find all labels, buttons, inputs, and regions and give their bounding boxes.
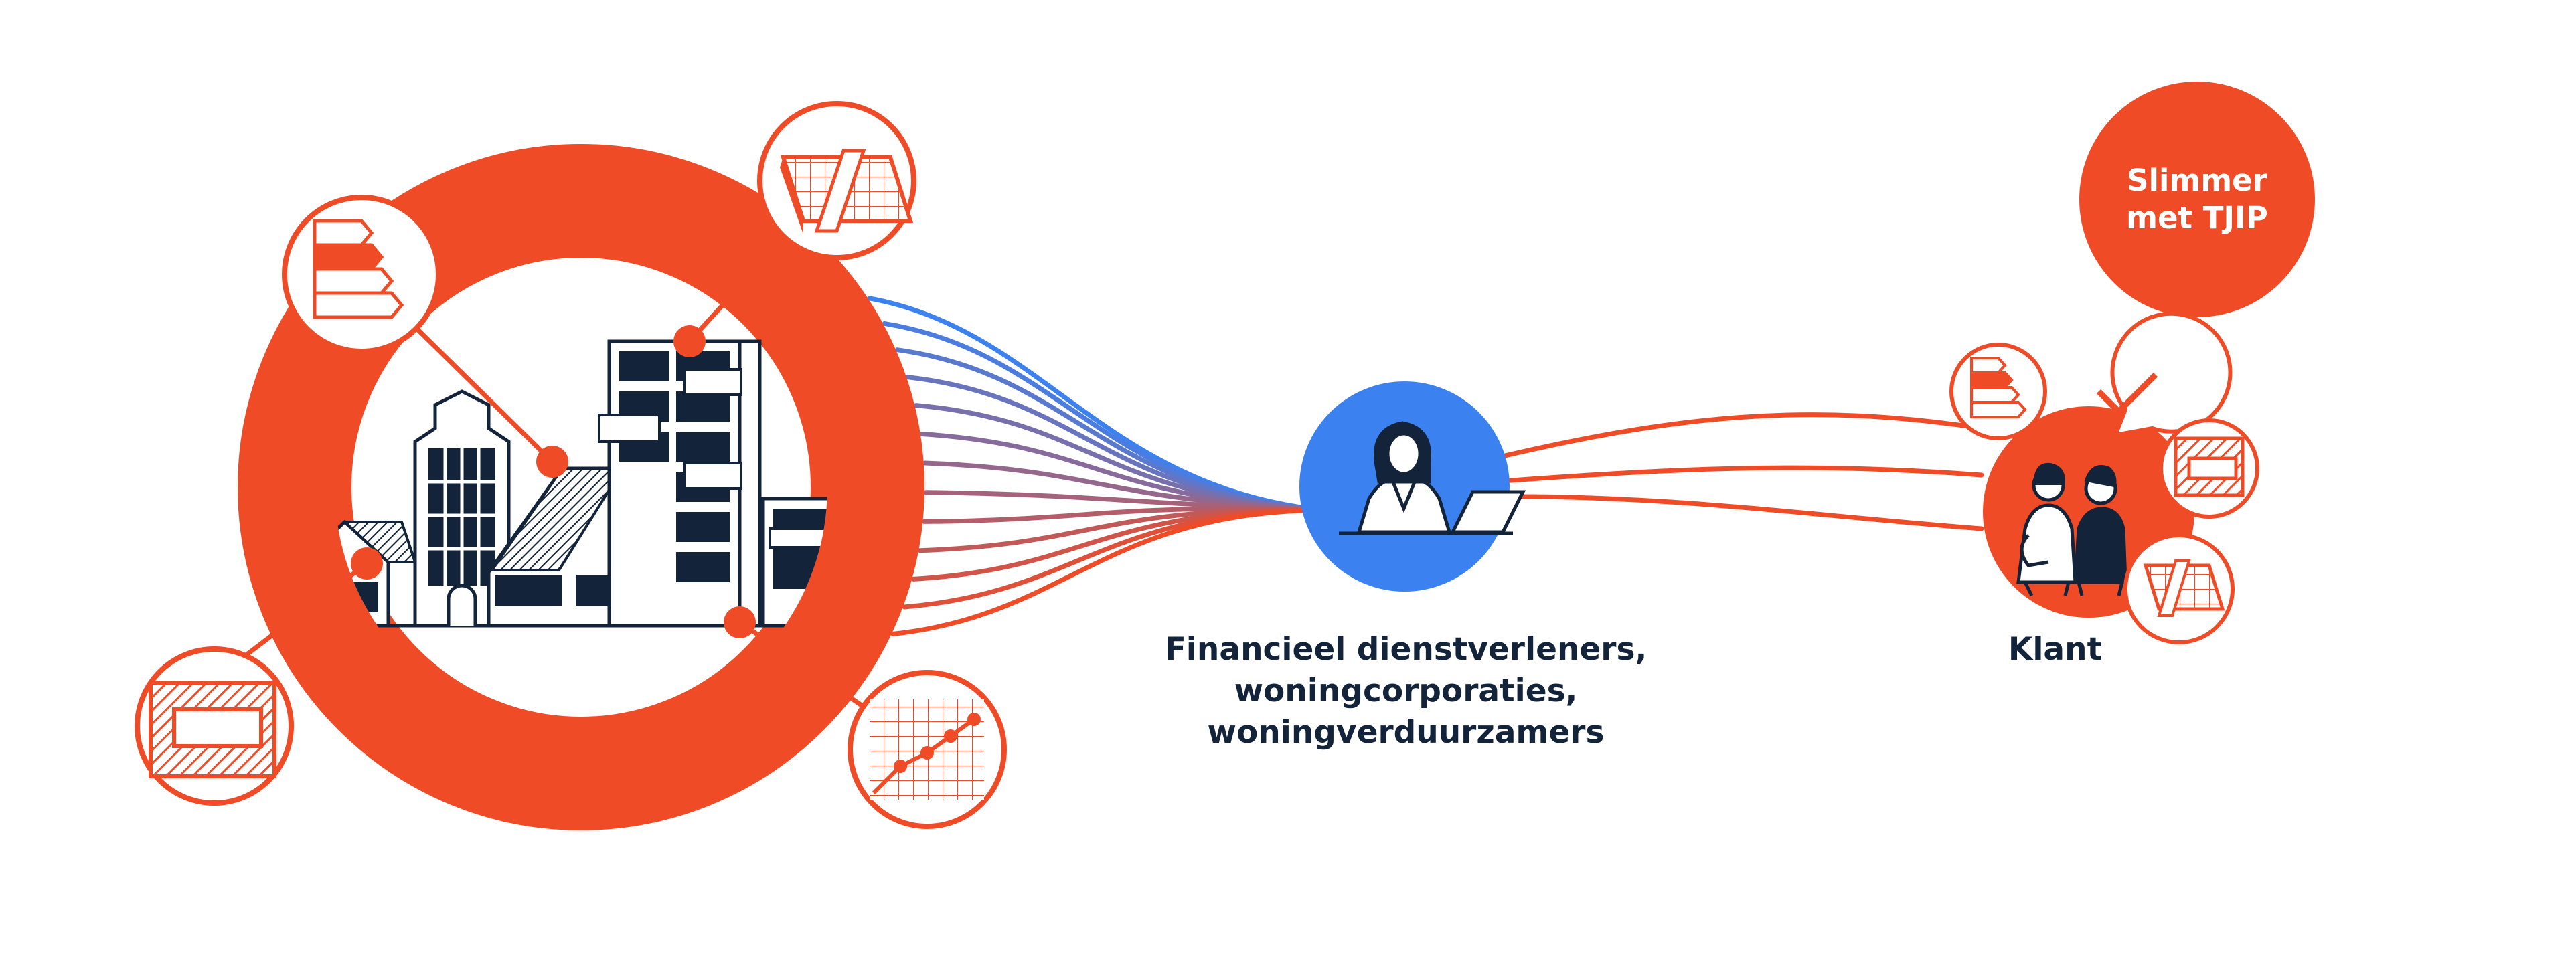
tjip-badge-line-2: met TJIP	[2126, 200, 2268, 236]
tjip-badge: Slimmer met TJIP	[2079, 82, 2315, 317]
couple-icon	[2016, 462, 2127, 597]
property-data-ring	[238, 144, 924, 830]
growth-chart-icon	[848, 670, 1007, 829]
insulation-icon	[135, 646, 294, 806]
intermediaries-label-line-3: woningverduurzamers	[1207, 714, 1605, 751]
data-flow-lines	[867, 296, 1325, 636]
flow-line	[890, 507, 1325, 636]
insulation-icon	[2159, 418, 2259, 519]
advisor-hub	[1299, 381, 1526, 592]
intermediaries-label: Financieel dienstverleners, woningcorpor…	[1098, 629, 1714, 753]
tjip-badge-line-1: Slimmer	[2127, 163, 2267, 198]
solar-panel-icon	[2123, 533, 2235, 644]
energy-label-icon	[1949, 343, 2047, 440]
flow-line	[882, 321, 1325, 513]
intermediaries-label-line-2: woningcorporaties,	[1234, 673, 1578, 709]
energy-label-icon	[282, 195, 441, 354]
flow-line	[867, 296, 1325, 513]
customer-flow-lines	[1477, 412, 1984, 531]
connector-dots	[351, 325, 756, 638]
customer-label: Klant	[2008, 631, 2103, 668]
solar-panel-icon	[757, 101, 916, 260]
customer-cluster	[1949, 311, 2259, 644]
intermediaries-label-line-1: Financieel dienstverleners,	[1164, 631, 1647, 668]
